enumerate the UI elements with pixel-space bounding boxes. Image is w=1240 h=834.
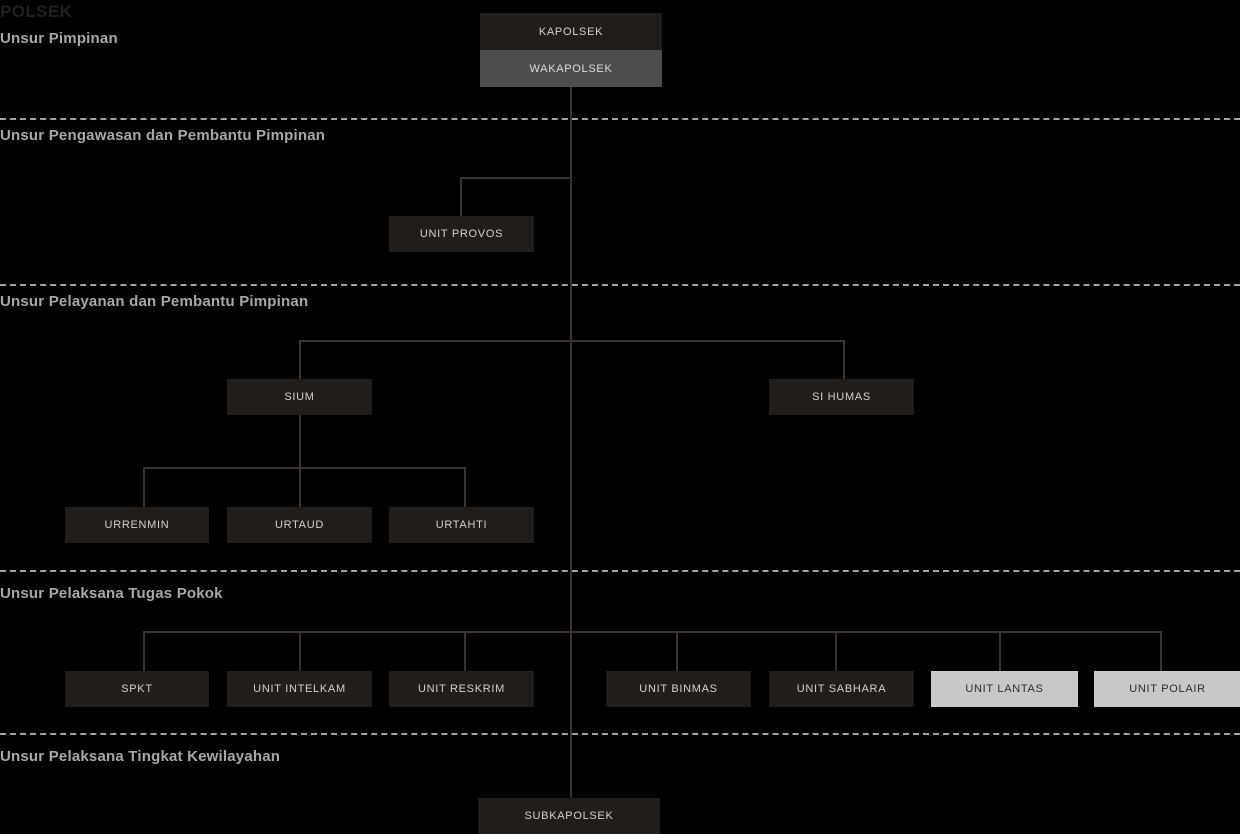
node-unit-intelkam[interactable]: UNIT INTELKAM <box>227 671 372 707</box>
connector-urusan-bus <box>143 467 465 469</box>
connector-pelaksana-bus <box>143 631 1162 633</box>
node-si-humas[interactable]: SI HUMAS <box>769 379 914 415</box>
band-label-unsur-pengawasan: Unsur Pengawasan dan Pembantu Pimpinan <box>0 127 326 144</box>
node-urrenmin[interactable]: URRENMIN <box>65 507 209 543</box>
connector-urtaud-drop <box>299 467 301 508</box>
node-wakapolsek[interactable]: WAKAPOLSEK <box>480 50 662 87</box>
band-divider-4 <box>0 733 1240 735</box>
node-sium[interactable]: SIUM <box>227 379 372 415</box>
band-divider-1 <box>0 118 1240 120</box>
connector-sium-stem <box>299 415 301 468</box>
connector-sihumas-drop <box>843 340 845 380</box>
connector-spkt-drop <box>143 631 145 671</box>
connector-sabhara-drop <box>835 631 837 671</box>
connector-reskrim-drop <box>464 631 466 671</box>
connector-provos-vertical <box>460 177 462 217</box>
connector-intelkam-drop <box>299 631 301 671</box>
band-label-unsur-kewilayahan: Unsur Pelaksana Tingkat Kewilayahan <box>0 748 281 765</box>
node-unit-binmas[interactable]: UNIT BINMAS <box>606 671 751 707</box>
connector-pelayanan-bus <box>299 340 845 342</box>
connector-urrenmin-drop <box>143 467 145 508</box>
band-label-unsur-pelayanan: Unsur Pelayanan dan Pembantu Pimpinan <box>0 293 309 310</box>
node-kapolsek[interactable]: KAPOLSEK <box>480 13 662 50</box>
band-divider-3 <box>0 570 1240 572</box>
node-unit-lantas[interactable]: UNIT LANTAS <box>931 671 1078 707</box>
node-unit-reskrim[interactable]: UNIT RESKRIM <box>389 671 534 707</box>
connector-provos-horizontal <box>460 177 572 179</box>
connector-polair-drop <box>1160 631 1162 671</box>
connector-urtahti-drop <box>464 467 466 508</box>
node-unit-sabhara[interactable]: UNIT SABHARA <box>769 671 914 707</box>
node-urtahti[interactable]: URTAHTI <box>389 507 534 543</box>
node-urtaud[interactable]: URTAUD <box>227 507 372 543</box>
node-spkt[interactable]: SPKT <box>65 671 209 707</box>
chart-title: POLSEK <box>0 2 73 21</box>
node-unit-polair[interactable]: UNIT POLAIR <box>1094 671 1240 707</box>
node-subkapolsek[interactable]: SUBKAPOLSEK <box>478 798 660 834</box>
connector-sium-drop <box>299 340 301 380</box>
connector-binmas-drop <box>676 631 678 671</box>
band-label-unsur-pelaksana-tugas: Unsur Pelaksana Tugas Pokok <box>0 585 223 602</box>
connector-lantas-drop <box>999 631 1001 671</box>
node-unit-provos[interactable]: UNIT PROVOS <box>389 216 534 252</box>
spine-main-vertical <box>570 86 572 798</box>
band-divider-2 <box>0 284 1240 286</box>
band-label-unsur-pimpinan: Unsur Pimpinan <box>0 30 118 47</box>
